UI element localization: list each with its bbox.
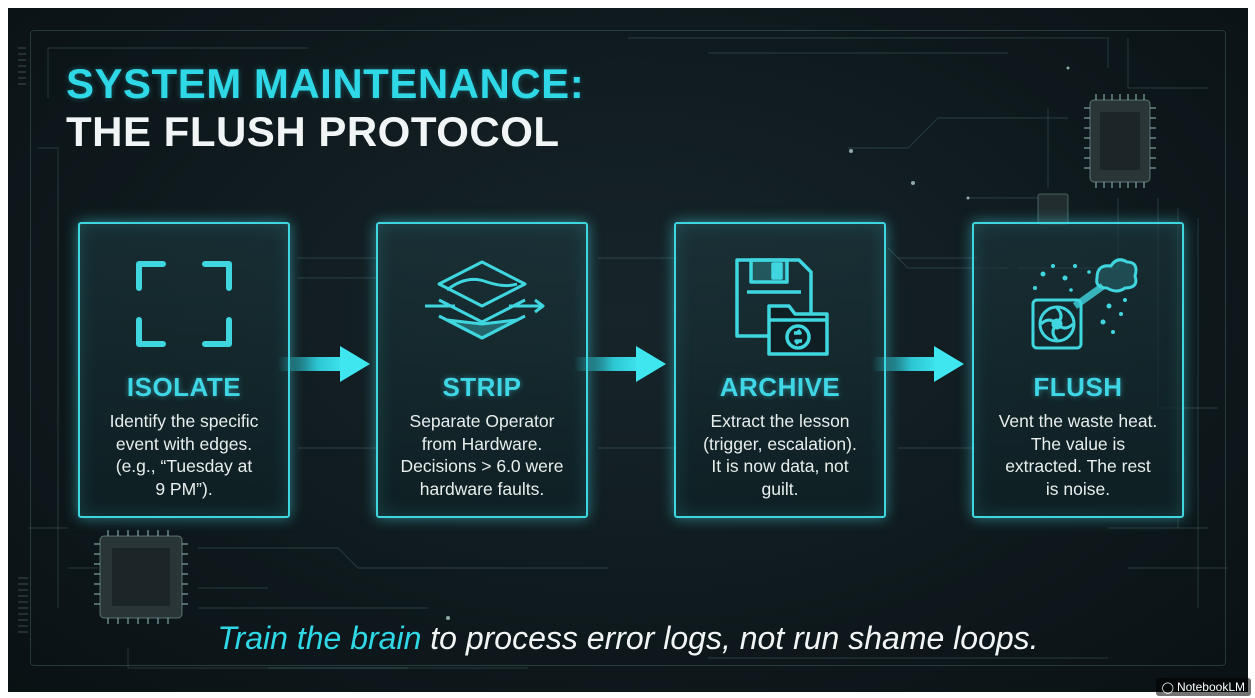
fan-vent-icon xyxy=(1031,258,1138,350)
watermark-label: NotebookLM xyxy=(1176,680,1245,694)
step-card-flush: FLUSH Vent the waste heat. The value is … xyxy=(972,222,1184,518)
step-card-strip: STRIP Separate Operator from Hardware. D… xyxy=(376,222,588,518)
tagline-rest: to process error logs, not run shame loo… xyxy=(421,620,1039,656)
step-heading: STRIP xyxy=(442,372,522,402)
floppy-folder-icon xyxy=(735,258,829,356)
arrow-right-icon xyxy=(872,346,964,382)
notebooklm-icon: ◯ xyxy=(1161,682,1174,694)
step-heading: ISOLATE xyxy=(126,372,242,402)
step-description: Extract the lesson (trigger, escalation)… xyxy=(703,411,857,499)
step-heading: ARCHIVE xyxy=(719,372,841,402)
tagline-accent: Train the brain xyxy=(217,620,422,656)
arrow-right-icon xyxy=(574,346,666,382)
page-title: SYSTEM MAINTENANCE: xyxy=(66,60,585,107)
tagline: Train the brain to process error logs, n… xyxy=(8,620,1248,657)
corner-brackets-icon xyxy=(136,261,232,347)
arrow-right-icon xyxy=(278,346,370,382)
slide-frame xyxy=(30,30,1226,666)
step-card-isolate: ISOLATE Identify the specific event with… xyxy=(78,222,290,518)
notebooklm-watermark: ◯NotebookLM xyxy=(1155,678,1251,696)
page-subtitle: THE FLUSH PROTOCOL xyxy=(66,108,560,155)
step-heading: FLUSH xyxy=(1033,372,1123,402)
slide: SYSTEM MAINTENANCE: THE FLUSH PROTOCOL I… xyxy=(8,8,1248,692)
step-card-archive: ARCHIVE Extract the lesson (trigger, esc… xyxy=(674,222,886,518)
stacked-layers-icon xyxy=(425,260,545,340)
step-description: Separate Operator from Hardware. Decisio… xyxy=(400,411,564,499)
step-description: Identify the specific event with edges. … xyxy=(109,411,259,499)
step-description: Vent the waste heat. The value is extrac… xyxy=(998,411,1158,499)
